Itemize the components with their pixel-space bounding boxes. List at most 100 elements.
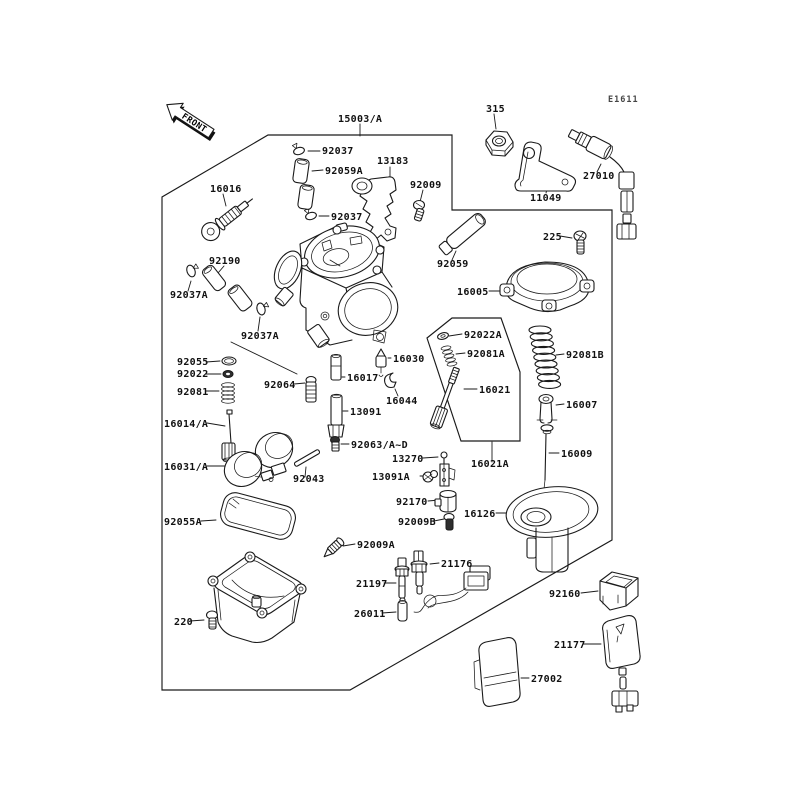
part-label-11049: 11049 bbox=[530, 193, 562, 204]
part-label-92055: 92055 bbox=[177, 357, 209, 368]
leader-line bbox=[429, 562, 440, 565]
part-92081A-spring bbox=[440, 345, 458, 367]
part-92190-tube-upper bbox=[201, 264, 227, 292]
part-92059-tube bbox=[438, 212, 486, 256]
part-label-16031A: 16031/A bbox=[164, 462, 208, 473]
part-92009-screw bbox=[412, 199, 426, 222]
leader-line bbox=[419, 189, 424, 203]
leader-line bbox=[189, 619, 205, 622]
part-11049-bracket bbox=[514, 141, 577, 192]
leader-line bbox=[448, 333, 463, 337]
leader-line bbox=[555, 353, 565, 356]
part-carburetor-body bbox=[273, 222, 399, 348]
part-label-92037A-1: 92037A bbox=[170, 290, 208, 301]
part-label-16017: 16017 bbox=[347, 373, 379, 384]
leader-line bbox=[230, 341, 298, 375]
part-label-13091A: 13091A bbox=[372, 472, 410, 483]
part-16030-float-valve bbox=[375, 348, 387, 377]
leader-line bbox=[422, 456, 439, 459]
part-label-92064: 92064 bbox=[264, 380, 296, 391]
part-92059A-tube-lower bbox=[297, 184, 315, 210]
part-92055A-gasket bbox=[220, 492, 296, 540]
leader-line bbox=[200, 519, 217, 522]
leader-line bbox=[493, 113, 497, 130]
part-label-21197: 21197 bbox=[356, 579, 388, 590]
part-16009-needle bbox=[540, 424, 554, 490]
part-92043-pin bbox=[293, 449, 321, 467]
part-label-21177: 21177 bbox=[554, 640, 586, 651]
part-label-315: 315 bbox=[486, 104, 505, 115]
part-92055-oring bbox=[221, 356, 237, 366]
part-label-92022A: 92022A bbox=[464, 330, 502, 341]
part-92190-tube-lower bbox=[227, 284, 253, 312]
front-direction-arrow: FRONT bbox=[166, 102, 216, 142]
part-27010-switch bbox=[567, 129, 637, 240]
part-21197-sensor bbox=[394, 557, 410, 608]
leader-line bbox=[206, 422, 226, 427]
part-92170-seat bbox=[434, 489, 457, 513]
part-label-15003A: 15003/A bbox=[338, 114, 382, 125]
leader-line bbox=[205, 360, 221, 363]
part-92063-screw bbox=[330, 436, 340, 452]
part-label-92022: 92022 bbox=[177, 369, 209, 380]
part-16005-cover bbox=[499, 261, 595, 313]
part-label-16030: 16030 bbox=[393, 354, 425, 365]
leader-line bbox=[433, 518, 445, 522]
part-label-220: 220 bbox=[174, 617, 193, 628]
part-13270-pin-arm bbox=[439, 451, 456, 487]
part-label-92059A: 92059A bbox=[325, 166, 363, 177]
part-label-16126: 16126 bbox=[464, 509, 496, 520]
part-92059A-tube-upper bbox=[292, 158, 310, 184]
diagram-code: E1611 bbox=[608, 95, 639, 105]
part-label-92170: 92170 bbox=[396, 497, 428, 508]
part-label-92055A: 92055A bbox=[164, 517, 202, 528]
part-label-92009B: 92009B bbox=[398, 517, 436, 528]
leader-line bbox=[451, 250, 457, 261]
part-92064-bolt bbox=[305, 375, 317, 403]
part-labels: 15003/A 92037 92059A 13183 92009 16016 9… bbox=[164, 104, 615, 685]
part-92037A-clip-1 bbox=[186, 263, 199, 278]
part-label-16009: 16009 bbox=[561, 449, 593, 460]
part-92037-clip-1 bbox=[291, 142, 305, 156]
part-16126-diaphragm bbox=[505, 486, 599, 573]
part-label-27002: 27002 bbox=[531, 674, 563, 685]
part-16014A-screw bbox=[221, 409, 236, 463]
part-13091A-clip bbox=[422, 469, 439, 483]
part-label-92081B: 92081B bbox=[566, 350, 604, 361]
part-label-92037A-2: 92037A bbox=[241, 331, 279, 342]
part-label-27010: 27010 bbox=[583, 171, 615, 182]
part-92022-washer bbox=[222, 370, 234, 378]
part-16021-pilot-screw bbox=[429, 366, 460, 430]
part-21177-igniter bbox=[602, 615, 641, 713]
subassembly-outline-16021A bbox=[426, 317, 521, 442]
part-label-16007: 16007 bbox=[566, 400, 598, 411]
leader-line bbox=[304, 466, 307, 478]
leader-line bbox=[596, 163, 602, 173]
part-label-92160: 92160 bbox=[549, 589, 581, 600]
leader-line bbox=[187, 280, 192, 292]
part-label-16014A: 16014/A bbox=[164, 419, 208, 430]
leader-line bbox=[222, 193, 227, 207]
part-16016-drawing bbox=[201, 198, 253, 242]
part-label-92043: 92043 bbox=[293, 474, 325, 485]
part-label-13183: 13183 bbox=[377, 156, 409, 167]
part-label-16021A: 16021A bbox=[471, 459, 509, 470]
part-16017-jet bbox=[330, 354, 342, 381]
leader-line bbox=[559, 235, 573, 239]
part-label-92081A: 92081A bbox=[467, 349, 505, 360]
part-label-92037-2: 92037 bbox=[331, 212, 363, 223]
part-label-16021: 16021 bbox=[479, 385, 511, 396]
leader-line bbox=[257, 316, 261, 332]
part-13091-jet-holder bbox=[327, 393, 345, 438]
leader-line bbox=[311, 169, 324, 172]
leader-line bbox=[217, 265, 225, 274]
part-26011-harness bbox=[397, 565, 491, 622]
leader-line bbox=[342, 543, 356, 547]
part-92009B-screw bbox=[443, 512, 455, 531]
part-label-13091: 13091 bbox=[350, 407, 382, 418]
part-220-screw bbox=[205, 610, 219, 630]
leader-line bbox=[293, 382, 306, 385]
part-label-92081: 92081 bbox=[177, 387, 209, 398]
